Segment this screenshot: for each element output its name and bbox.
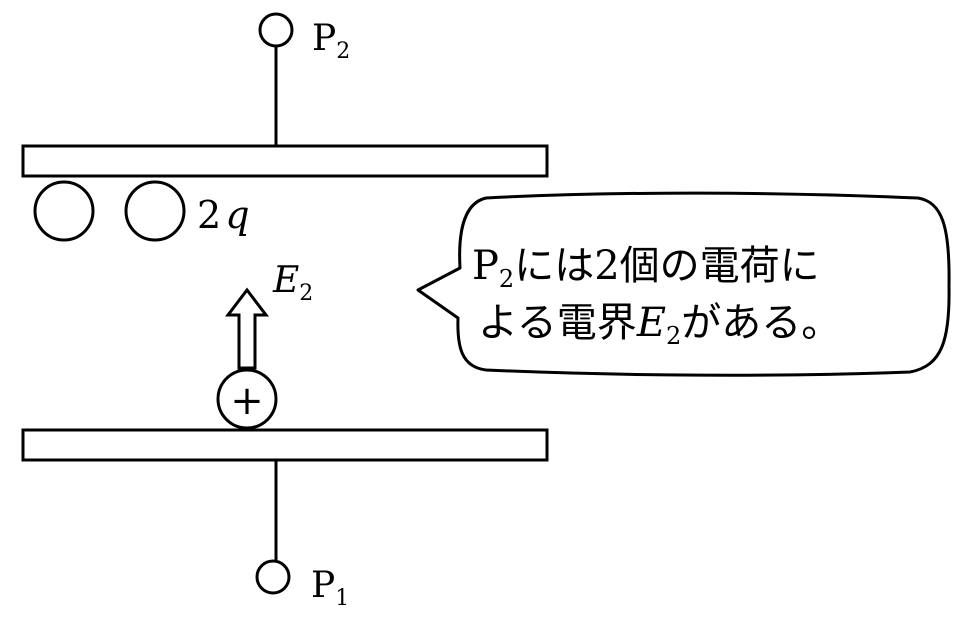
bubble-line-2: よる電界E2がある。: [478, 300, 841, 350]
field-arrow: [224, 287, 270, 370]
field-label-e2: E2: [272, 260, 313, 306]
charge-circle-2: [124, 180, 186, 242]
terminal-p1-circle: [255, 559, 291, 595]
bubble-line-1: P2には2個の電荷に: [472, 243, 820, 293]
positive-charge-sign: +: [230, 378, 264, 424]
terminal-p2-label: P2: [312, 18, 350, 64]
terminal-p2-circle: [258, 12, 294, 48]
top-plate: [21, 144, 549, 178]
charge-circle-1: [33, 180, 95, 242]
positive-charge-circle: [216, 368, 278, 430]
bottom-plate: [21, 428, 549, 462]
speech-bubble: [416, 191, 951, 377]
terminal-p1-label: P1: [311, 565, 349, 611]
